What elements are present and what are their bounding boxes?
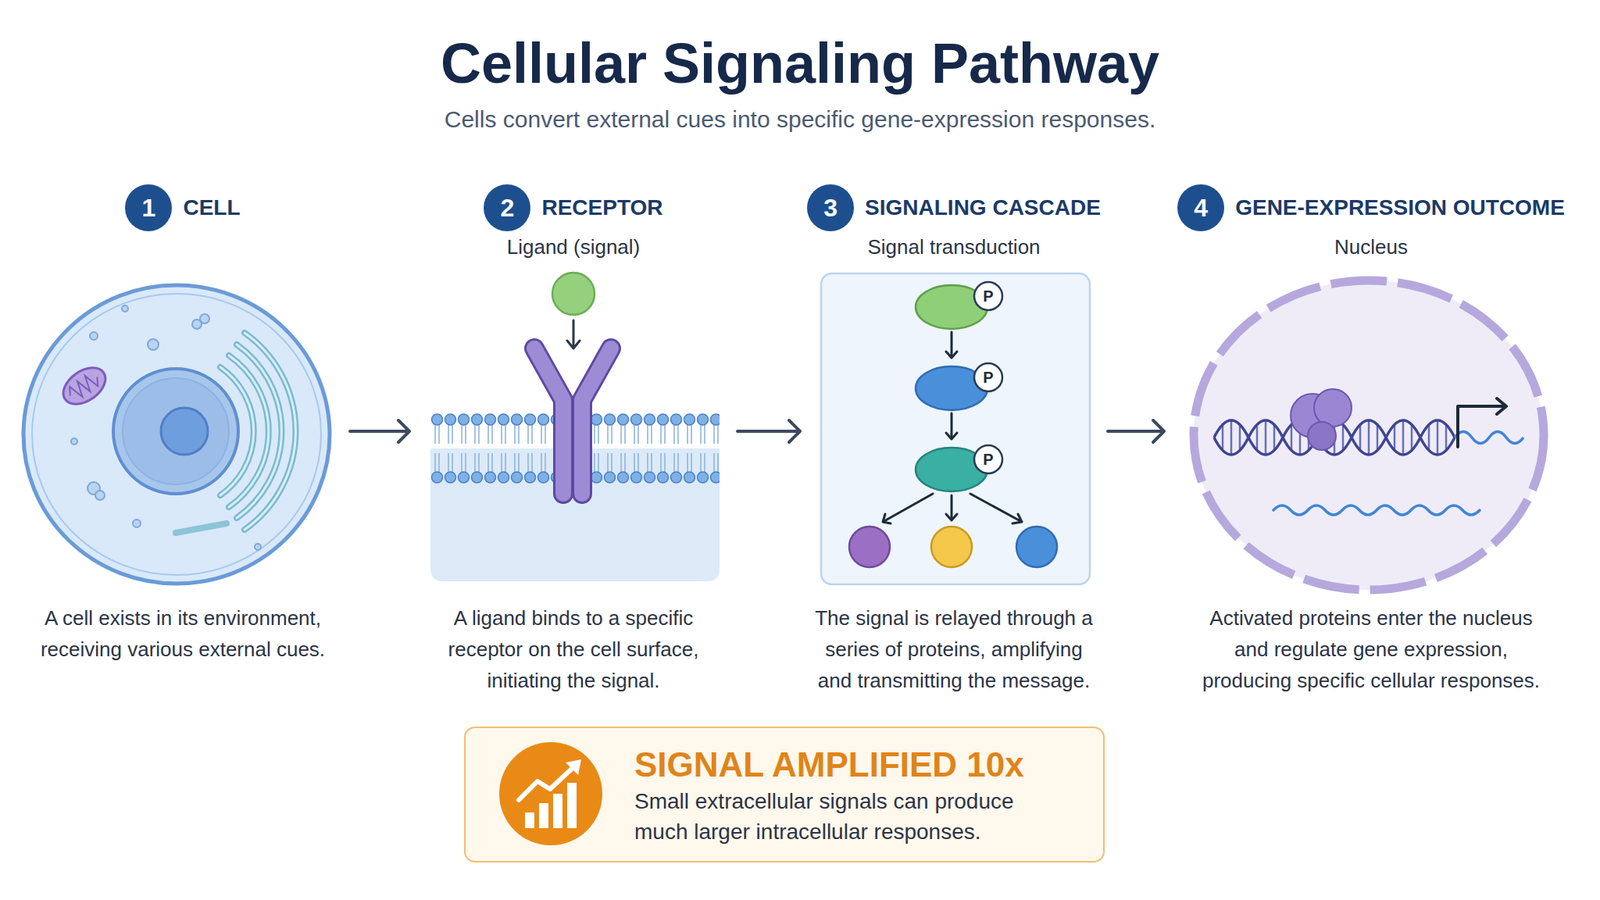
rna-strand xyxy=(1454,432,1524,444)
callout-body: Small extracellular signals can produce … xyxy=(634,785,1057,847)
vesicle xyxy=(147,339,159,350)
step-number: 3 xyxy=(807,184,854,232)
cell-membrane-inner xyxy=(32,293,322,575)
step-description: The signal is relayed through a series o… xyxy=(810,602,1098,697)
mitochondrion xyxy=(57,360,113,412)
phosphate-marker xyxy=(974,445,1003,474)
step-panel: 2 RECEPTOR Ligand (signal) A ligand binds t… xyxy=(409,179,738,696)
callout-heading: SIGNAL AMPLIFIED 10x xyxy=(634,745,1025,785)
cascade-arrow xyxy=(946,495,958,521)
transcription-factor xyxy=(1307,421,1336,450)
cell-nucleus-inner xyxy=(122,378,229,485)
cytoskeleton-rod xyxy=(175,523,227,533)
step-header: 3 SIGNALING CASCADE xyxy=(800,184,1108,232)
step-number: 2 xyxy=(483,184,531,232)
step-description: A cell exists in its environment, receiv… xyxy=(30,602,336,665)
step-number: 1 xyxy=(125,184,172,232)
vesicle xyxy=(89,332,98,340)
step-panel: 3 SIGNALING CASCADE Signal transductionThe… xyxy=(800,179,1108,696)
cell-membrane xyxy=(23,285,330,584)
effector-protein xyxy=(849,526,890,568)
step-number: 4 xyxy=(1177,184,1225,232)
step-heading: SIGNALING CASCADE xyxy=(864,195,1101,221)
step-description: A ligand binds to a specific receptor on… xyxy=(432,602,715,697)
flow-arrow xyxy=(350,420,410,443)
endoplasmic-reticulum xyxy=(236,344,282,518)
step-heading: RECEPTOR xyxy=(541,195,663,221)
effector-protein xyxy=(1016,526,1058,568)
vesicle xyxy=(200,314,210,324)
receptor-outline xyxy=(534,348,611,494)
step-panel: 4 GENE-EXPRESSION OUTCOME NucleusActivated… xyxy=(1164,179,1579,696)
step-panel: 1 CELL A cell exists in its environment, r… xyxy=(15,179,350,696)
diagram-subtitle: Cells convert external cues into specifi… xyxy=(0,104,1600,135)
cascade-arrow xyxy=(882,493,933,524)
phosphate-marker xyxy=(974,363,1003,392)
transcription-factor xyxy=(1314,389,1352,427)
phosphate-label: P xyxy=(974,282,1003,311)
receptor-protein xyxy=(534,348,611,494)
mitochondrion-cristae xyxy=(65,370,102,402)
nucleolus xyxy=(160,407,208,455)
nuclear-envelope xyxy=(1193,280,1544,590)
callout-box: SIGNAL AMPLIFIED 10xSmall extracellular … xyxy=(464,726,1105,863)
diagram-title: Cellular Signaling Pathway xyxy=(0,29,1600,97)
step-heading: GENE-EXPRESSION OUTCOME xyxy=(1235,195,1565,221)
transcription-start-arrow xyxy=(1457,398,1507,447)
binding-arrow xyxy=(567,320,580,349)
flow-arrow xyxy=(1107,420,1165,443)
mitochondrion-outer xyxy=(57,360,113,412)
flow-arrow xyxy=(737,420,800,443)
cell-nucleus xyxy=(113,368,239,494)
vesicle xyxy=(71,438,78,445)
mrna-transcript xyxy=(1273,505,1480,515)
step-header: 2 RECEPTOR xyxy=(409,184,738,232)
step-subheading: Nucleus xyxy=(1164,234,1579,260)
vesicle xyxy=(254,543,261,550)
ligand-molecule xyxy=(552,272,595,315)
cascade-frame xyxy=(821,273,1090,585)
cascade-arrow xyxy=(946,413,958,440)
effector-protein xyxy=(931,526,972,568)
step-subheading: Signal transduction xyxy=(800,234,1108,260)
step-heading: CELL xyxy=(182,195,240,221)
endoplasmic-reticulum xyxy=(244,332,296,530)
phosphate-marker xyxy=(974,282,1003,311)
step-header: 1 CELL xyxy=(15,184,350,232)
vesicle xyxy=(132,519,141,528)
phosphate-label: P xyxy=(974,445,1003,474)
step-subheading: Ligand (signal) xyxy=(409,234,738,260)
phosphate-label: P xyxy=(974,363,1003,392)
cascade-arrow xyxy=(946,332,958,358)
step-description: Activated proteins enter the nucleus and… xyxy=(1195,602,1547,697)
cascade-arrow xyxy=(970,493,1022,524)
vesicle xyxy=(121,305,129,312)
step-header: 4 GENE-EXPRESSION OUTCOME xyxy=(1164,184,1579,232)
vesicle xyxy=(95,490,105,500)
